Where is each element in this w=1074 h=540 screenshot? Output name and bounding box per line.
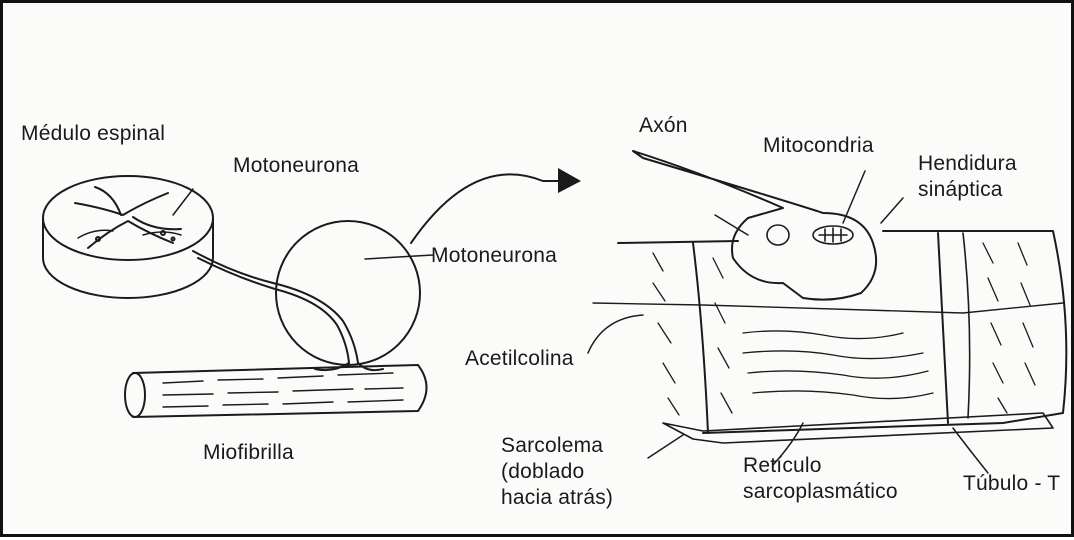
label-motoneurona-mid: Motoneurona	[431, 243, 557, 269]
label-hendidura-sinaptica: Hendidura sináptica	[918, 151, 1017, 203]
label-motoneurona-top: Motoneurona	[233, 153, 359, 179]
axon-leader	[715, 215, 748, 235]
label-medula-espinal: Médulo espinal	[21, 121, 165, 147]
motoneurona-mid-leader	[365, 255, 433, 259]
label-acetilcolina: Acetilcolina	[465, 346, 574, 372]
label-reticulo-sarcoplasmatico: Retículo sarcoplasmático	[743, 453, 898, 505]
label-sarcolema: Sarcolema (doblado hacia atrás)	[501, 433, 613, 511]
label-mitocondria: Mitocondria	[763, 133, 874, 159]
magnification-circle	[276, 221, 420, 365]
label-tubulo-t: Túbulo - T	[963, 471, 1060, 497]
spinal-cord-drawing	[43, 176, 383, 370]
mitocondria-leader	[843, 171, 865, 223]
mitochondria-drawing	[767, 225, 853, 245]
label-axon: Axón	[639, 113, 688, 139]
label-miofibrilla: Miofibrilla	[203, 440, 294, 466]
myofibril-drawing	[125, 365, 427, 417]
axon-drawing	[633, 151, 876, 300]
hendidura-leader	[881, 198, 903, 223]
zoom-arrow	[411, 168, 581, 243]
muscle-fiber-detail	[593, 231, 1066, 443]
